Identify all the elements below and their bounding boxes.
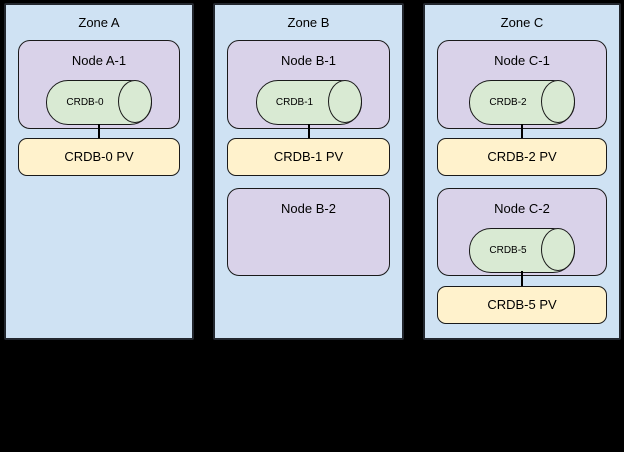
pod-label: CRDB-2 <box>489 97 527 108</box>
pv-label: CRDB-1 PV <box>273 149 344 164</box>
pod-label: CRDB-1 <box>275 97 314 108</box>
node-box-a1: Node A-1 CRDB-0 <box>18 40 180 129</box>
pod-to-pv-connector-line <box>521 124 523 138</box>
zone-panel-c: Zone C Node C-1 CRDB-2 CRDB-2 PV Node C-… <box>423 3 621 340</box>
pv-box: CRDB-5 PV <box>437 286 607 324</box>
pod-to-pv-connector-line <box>521 271 523 286</box>
zone-panel-b: Zone B Node B-1 CRDB-1 CRDB-1 PV Node B-… <box>213 3 404 340</box>
node-box-b2: Node B-2 <box>227 188 390 276</box>
node-label: Node C-2 <box>494 201 550 216</box>
cylinder-end-cap-icon <box>541 228 575 271</box>
zone-label: Zone B <box>287 15 330 30</box>
node-label: Node A-1 <box>71 53 127 68</box>
pv-label: CRDB-5 PV <box>487 297 557 312</box>
node-label: Node B-1 <box>281 53 336 68</box>
cylinder-end-cap-icon <box>327 80 362 123</box>
zone-label: Zone C <box>500 15 544 30</box>
cylinder-end-cap-icon <box>118 80 152 123</box>
pv-label: CRDB-2 PV <box>487 149 557 164</box>
node-label: Node C-1 <box>494 53 550 68</box>
node-box-b1: Node B-1 CRDB-1 <box>227 40 390 129</box>
node-box-c2: Node C-2 CRDB-5 <box>437 188 607 276</box>
pod-label: CRDB-0 <box>66 97 104 108</box>
pod-to-pv-connector-line <box>98 124 100 138</box>
crdb-pod-cylinder: CRDB-1 <box>255 80 362 125</box>
crdb-pod-cylinder: CRDB-5 <box>469 228 575 273</box>
pv-box: CRDB-1 PV <box>227 138 390 176</box>
zone-panel-a: Zone A Node A-1 CRDB-0 CRDB-0 PV <box>4 3 194 340</box>
crdb-pod-cylinder: CRDB-0 <box>46 80 152 125</box>
crdb-pod-cylinder: CRDB-2 <box>469 80 575 125</box>
pv-label: CRDB-0 PV <box>64 149 134 164</box>
zone-label: Zone A <box>78 15 120 30</box>
node-box-c1: Node C-1 CRDB-2 <box>437 40 607 129</box>
pv-box: CRDB-2 PV <box>437 138 607 176</box>
cylinder-end-cap-icon <box>541 80 575 123</box>
pv-box: CRDB-0 PV <box>18 138 180 176</box>
pod-label: CRDB-5 <box>489 245 527 256</box>
pod-to-pv-connector-line <box>307 124 310 138</box>
node-label: Node B-2 <box>281 201 336 216</box>
